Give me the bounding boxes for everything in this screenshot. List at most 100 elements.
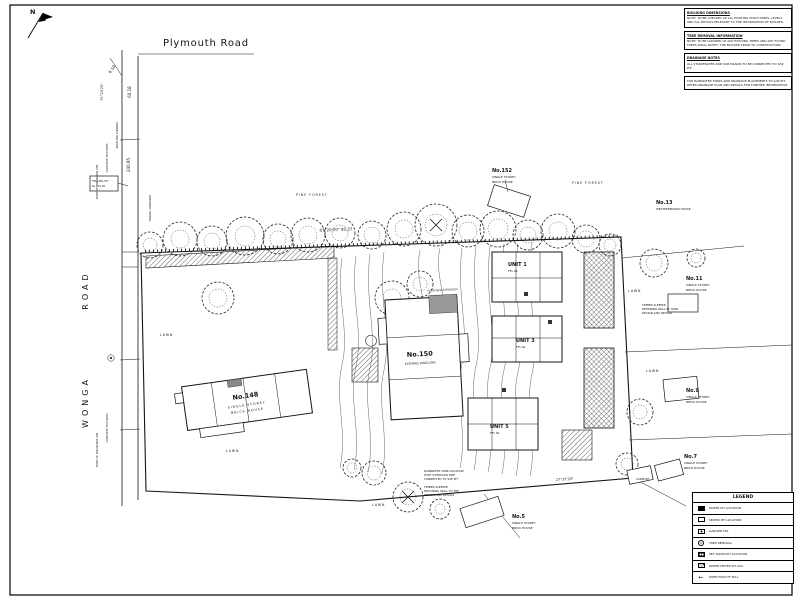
legend-row: WATER PIT LOCATION [693, 503, 793, 515]
pit-icon [502, 388, 506, 392]
rainwater-note-line: WITH OVERFLOW PIPE [424, 473, 455, 477]
retaining-right-line: DESIGN AND DETAILS [642, 311, 672, 315]
no148-label: No.148 [232, 390, 259, 402]
no148-storey-label: SINGLE STOREY [227, 400, 265, 409]
plan-note-texts: RAINWATER TANK LOCATION WITH OVERFLOW PI… [423, 303, 678, 497]
bearing-75-20-20: 75°20'20" [100, 83, 104, 101]
pit-icon [548, 320, 552, 324]
legend-row: SET DOWN PIT LOCATION [693, 549, 793, 561]
legend-label: SEWER PIT LOCATION [709, 517, 742, 522]
retaining-note-line: RETAINING WALL TO THE [424, 489, 459, 493]
legend-panel: LEGEND WATER PIT LOCATION SEWER PIT LOCA… [692, 492, 794, 584]
discharge-label-2: POINT OF DISCHARGE S/W [95, 432, 99, 467]
retaining-right-line: RETAINING WALL BY OWN [642, 307, 678, 311]
hatch-square-icon [697, 563, 705, 569]
garage-hatch-1 [583, 251, 615, 329]
legend-row: SEWER PIT LOCATION [693, 515, 793, 526]
note-body: NOTE: TO BE CLEARED UP ANY EXISTING TREE… [687, 38, 786, 48]
note-box: BUILDING DIMENSIONS NOTE: TO BE CHECKED … [684, 8, 792, 28]
north-arrow-icon: N [27, 8, 53, 39]
no5-brick-label: BRICK HOUSE [512, 526, 533, 530]
legend-row: TREE REMOVAL [693, 538, 793, 549]
survey-mark-icon [107, 354, 115, 362]
proposed-extension-box [428, 293, 458, 314]
dim-240-95: 240.95 [126, 158, 131, 172]
footpath-label-1: CONCRETE FOOTPATH [105, 144, 109, 173]
legend-row: WATER METER PIT LOC. [693, 561, 793, 572]
no11-brick-label: BRICK HOUSE [686, 288, 707, 292]
note-body: FOR RAINWATER TANKS AND DRAINAGE PLACEME… [687, 78, 788, 87]
dim-6-10: 6.10 [107, 64, 116, 75]
telstra-pit-box [89, 175, 119, 192]
garage-hatch-2 [583, 347, 615, 429]
survey-dimensions: 6.10 75°20'20" 60.18 240.95 KERB AND CHA… [95, 64, 574, 482]
house-no150: PROPOSED EXTENSION No.150 EXISTING DWELL… [365, 287, 470, 421]
rainwater-note-line: RAINWATER TANK LOCATION [424, 469, 464, 473]
no152-storey-label: SINGLE STOREY [492, 175, 516, 179]
bearing-bottom: 27°37'20" [556, 477, 574, 482]
retaining-right-line: TIMBER SLEEPER [641, 303, 666, 307]
driveway-hatching [145, 245, 615, 461]
retaining-note-line: TIMBER SLEEPER [423, 485, 448, 489]
unit1-label: UNIT 1 [508, 262, 527, 268]
no150-label: No.150 [407, 350, 434, 359]
no152-label: No.152 [492, 168, 512, 174]
no13-label: No.13 [656, 200, 673, 206]
legend-label: DIRECTION OF FALL [709, 575, 739, 580]
no7-label: No.7 [684, 454, 698, 460]
pine-forest-label: PINE FOREST [296, 193, 328, 197]
pit-icon [524, 292, 528, 296]
unit3-label: UNIT 3 [516, 338, 535, 344]
discharge-label-1: POINT OF DISCHARGE S/W [95, 164, 99, 199]
bearing-top: 87°20'20" 95.37 [319, 226, 353, 232]
circle-dot-icon [698, 539, 704, 546]
water-tank-icon [365, 334, 377, 347]
lawn-label: LAWN [628, 289, 641, 293]
unit-buildings: UNIT 1 FFL RL UNIT 3 FFL RL UNIT 5 FFL R… [467, 251, 563, 451]
plymouth-road-label: Plymouth Road [163, 38, 249, 49]
unit5-label: UNIT 5 [490, 424, 509, 430]
direction-arrow-icon: ← [698, 573, 704, 581]
trees [136, 203, 706, 520]
legend-label: GARDEN TAP [709, 529, 729, 534]
carport-label: CARPORT [636, 477, 649, 481]
pine-forest-label: PINE FOREST [572, 181, 604, 185]
retaining-note-line: DESIGN AND DETAILS [424, 493, 454, 497]
no11-label: No.11 [686, 276, 703, 282]
unit5-ffl: FFL RL [490, 431, 500, 435]
wonga-word-label: WONGA [81, 376, 90, 428]
no7-brick-label: BRICK HOUSE [684, 466, 705, 470]
proposed-extension-label: PROPOSED EXTENSION [427, 287, 457, 293]
tree-removal-mark-icon [401, 218, 443, 504]
property-boundary [140, 234, 793, 539]
no7-storey-label: SINGLE STOREY [684, 461, 708, 465]
paving-hatch [561, 429, 593, 461]
legend-label: TREE REMOVAL [709, 540, 733, 545]
no152-brick-label: BRICK HOUSE [492, 180, 513, 184]
legend-label: WATER METER PIT LOC. [709, 563, 745, 568]
square-dot-icon [697, 528, 705, 534]
legend-label: SET DOWN PIT LOCATION [709, 552, 748, 557]
north-label: N [30, 8, 35, 16]
lawn-label: LAWN [372, 503, 385, 507]
unit1-ffl: FFL RL [508, 269, 518, 273]
kerb-channel-label: KERB AND CHANNEL [115, 121, 119, 148]
road-word-label: ROAD [81, 270, 90, 309]
lawn-label: LAWN [226, 449, 239, 453]
note-body: NOTE: TO BE CHECKED UP ALL EXISTING STRU… [687, 16, 784, 25]
footpath-label-2: CONCRETE FOOTPATH [105, 414, 109, 443]
note-body: ALL STORMWATER AND SUB DRAINS TO BE CONN… [687, 61, 784, 70]
no148-brick-label: BRICK HOUSE [231, 407, 264, 416]
garage-hatch-3 [351, 347, 379, 383]
grid-square-icon [697, 551, 705, 557]
no150-sub-label: EXISTING DWELLING [405, 360, 437, 366]
note-box: TREE REMOVAL INFORMATION NOTE: TO BE CLE… [684, 30, 792, 51]
wonga-road: TELSTRA PIT RL 101.05 [89, 50, 254, 506]
no9-storey-label: SINGLE STOREY [686, 395, 710, 399]
open-square-icon [697, 517, 705, 523]
rainwater-note-line: CONNECTED TO S/W PIT [424, 477, 458, 481]
no5-label: No.5 [512, 514, 526, 520]
legend-label: WATER PIT LOCATION [709, 506, 742, 511]
unit3-ffl: FFL RL [516, 345, 526, 349]
